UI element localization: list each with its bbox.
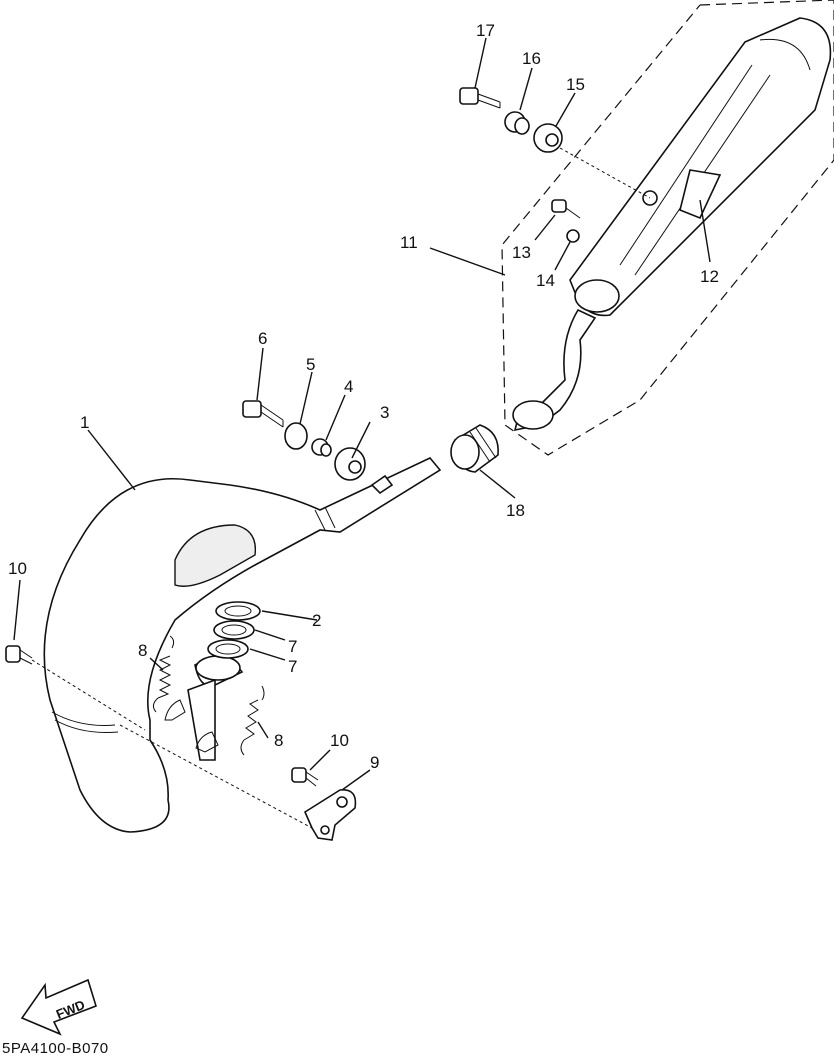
bolt-13 bbox=[551, 199, 581, 219]
damper-3 bbox=[334, 447, 366, 481]
label-part-7b: 7 bbox=[288, 657, 297, 676]
gasket-7a bbox=[213, 620, 255, 640]
bolt-17 bbox=[459, 87, 501, 109]
fwd-arrow-icon: FWD bbox=[20, 978, 97, 1036]
label-part-11: 11 bbox=[400, 233, 418, 252]
spring-8a bbox=[152, 635, 175, 713]
washer-5 bbox=[284, 422, 308, 450]
center-line-bracket bbox=[119, 724, 313, 829]
label-part-13: 13 bbox=[512, 243, 531, 262]
label-part-15: 15 bbox=[566, 75, 585, 94]
center-line-left-bolt bbox=[31, 659, 146, 731]
damper-15 bbox=[533, 123, 563, 153]
leader-lines bbox=[13, 37, 711, 791]
label-part-1: 1 bbox=[80, 413, 89, 432]
label-part-8b: 8 bbox=[274, 731, 283, 750]
bolt-10b bbox=[291, 767, 319, 787]
gasket-18 bbox=[450, 424, 499, 473]
bolt-10a bbox=[5, 645, 33, 665]
label-part-4: 4 bbox=[344, 377, 353, 396]
muffler bbox=[512, 17, 832, 432]
label-part-6: 6 bbox=[258, 329, 267, 348]
label-part-12: 12 bbox=[700, 267, 719, 286]
gasket-7b bbox=[207, 639, 249, 659]
label-part-8a: 8 bbox=[138, 641, 147, 660]
label-part-2: 2 bbox=[312, 611, 321, 630]
label-part-18: 18 bbox=[506, 501, 525, 520]
label-part-10a: 10 bbox=[8, 559, 27, 578]
collar-4 bbox=[311, 438, 332, 457]
label-part-10b: 10 bbox=[330, 731, 349, 750]
gasket-2 bbox=[215, 601, 261, 621]
collar-16 bbox=[504, 111, 530, 135]
label-part-16: 16 bbox=[522, 49, 541, 68]
washer-14 bbox=[566, 229, 580, 243]
label-part-14: 14 bbox=[536, 271, 555, 290]
exhaust-pipe-1 bbox=[43, 457, 442, 833]
center-line-muffler bbox=[559, 147, 651, 199]
bracket-9 bbox=[303, 789, 357, 841]
label-part-3: 3 bbox=[380, 403, 389, 422]
muffler-group-boundary bbox=[501, 0, 834, 456]
label-part-9: 9 bbox=[370, 753, 379, 772]
bolt-6 bbox=[242, 400, 284, 428]
label-part-17: 17 bbox=[476, 21, 495, 40]
label-part-7a: 7 bbox=[288, 637, 297, 656]
spring-8b bbox=[240, 685, 265, 756]
drawing-code: 5PA4100-B070 bbox=[2, 1040, 109, 1057]
label-part-5: 5 bbox=[306, 355, 315, 374]
